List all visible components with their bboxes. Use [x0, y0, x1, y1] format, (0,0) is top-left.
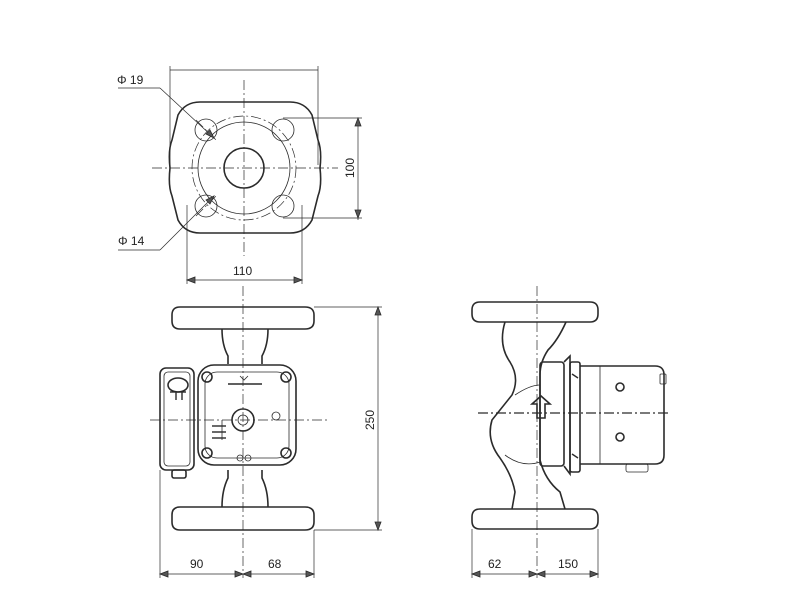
side-view-dimensions	[470, 529, 600, 578]
front-view-pump	[150, 286, 330, 578]
top-view-dimensions	[118, 66, 362, 284]
top-height-label: 100	[343, 158, 357, 178]
front-right-label: 68	[268, 557, 282, 571]
side-left-label: 62	[488, 557, 502, 571]
front-height-label: 250	[363, 410, 377, 430]
side-right-label: 150	[558, 557, 578, 571]
front-left-label: 90	[190, 557, 204, 571]
hole-small-label: Φ 14	[118, 234, 145, 248]
front-view-dimensions	[158, 305, 382, 578]
side-view-pump	[471, 286, 668, 578]
top-width-label: 110	[233, 264, 252, 278]
hole-large-label: Φ 19	[117, 73, 144, 87]
